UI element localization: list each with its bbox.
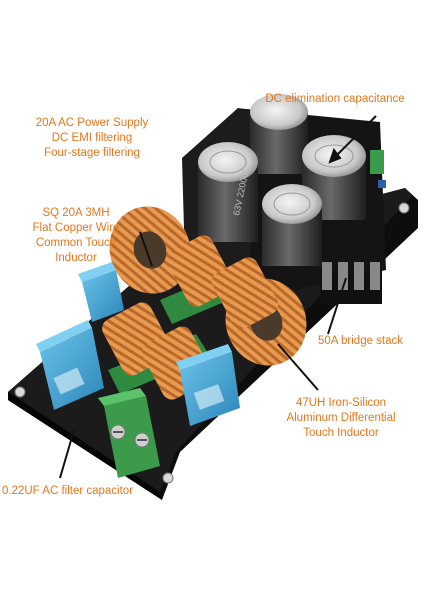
diff-inductor-line3: Touch Inductor — [303, 427, 379, 439]
bridge-pin — [338, 262, 348, 290]
pointer-diff-inductor — [277, 343, 319, 391]
common-inductor-line4: Inductor — [55, 252, 97, 264]
common-inductor-line2: Flat Copper Wire — [32, 222, 120, 234]
bridge-pin — [370, 262, 380, 290]
dc-capacitance-label: DC elimination capacitance — [252, 92, 418, 107]
ac-capacitor-line1: 0.22UF AC filter capacitor — [2, 485, 134, 497]
pointer-common-inductor — [139, 231, 153, 267]
bridge-pin — [322, 262, 332, 290]
dc-capacitor — [198, 142, 258, 242]
pointer-dc-cap — [335, 115, 377, 157]
ac-capacitors — [36, 262, 240, 426]
dc-capacitor — [250, 94, 308, 174]
mount-hole — [398, 202, 410, 214]
power-supply-line3: Four-stage filtering — [44, 147, 140, 159]
pointer-lines — [59, 115, 377, 479]
ac-capacitor — [36, 320, 104, 410]
common-inductor-label: SQ 20A 3MH Flat Copper Wire Common Touch… — [6, 206, 146, 266]
bridge-stack-label: 50A bridge stack — [318, 334, 422, 349]
common-inductor-line1: SQ 20A 3MH — [42, 207, 110, 219]
dc-capacitors: 63V 2200uF — [198, 94, 366, 266]
pointer-ac-cap — [59, 429, 75, 479]
dc-capacitance-line1: DC elimination capacitance — [265, 93, 405, 105]
power-supply-line1: 20A AC Power Supply — [35, 117, 149, 129]
arrowhead — [328, 147, 342, 164]
pointer-bridge — [327, 277, 347, 335]
common-mode-inductor-upper — [160, 235, 279, 329]
ac-capacitor-label: 0.22UF AC filter capacitor — [2, 484, 202, 499]
small-terminal — [370, 150, 384, 174]
ac-capacitor — [78, 262, 124, 322]
power-supply-label: 20A AC Power Supply DC EMI filtering Fou… — [10, 116, 174, 161]
mount-hole — [162, 472, 174, 484]
diff-inductor-line2: Aluminum Differential — [286, 412, 396, 424]
input-terminal-block — [98, 388, 160, 478]
dc-capacitor — [262, 184, 322, 266]
toroid-inductor-left — [109, 206, 191, 294]
common-inductor-line3: Common Touch — [35, 237, 117, 249]
diff-inductor-label: 47UH Iron-Silicon Aluminum Differential … — [262, 396, 420, 441]
diff-inductor-line1: 47UH Iron-Silicon — [295, 397, 387, 409]
power-supply-line2: DC EMI filtering — [51, 132, 133, 144]
bridge-pin — [354, 262, 364, 290]
ac-capacitor — [176, 344, 240, 426]
bridge-stack-line1: 50A bridge stack — [318, 335, 404, 347]
mount-hole — [14, 386, 26, 398]
